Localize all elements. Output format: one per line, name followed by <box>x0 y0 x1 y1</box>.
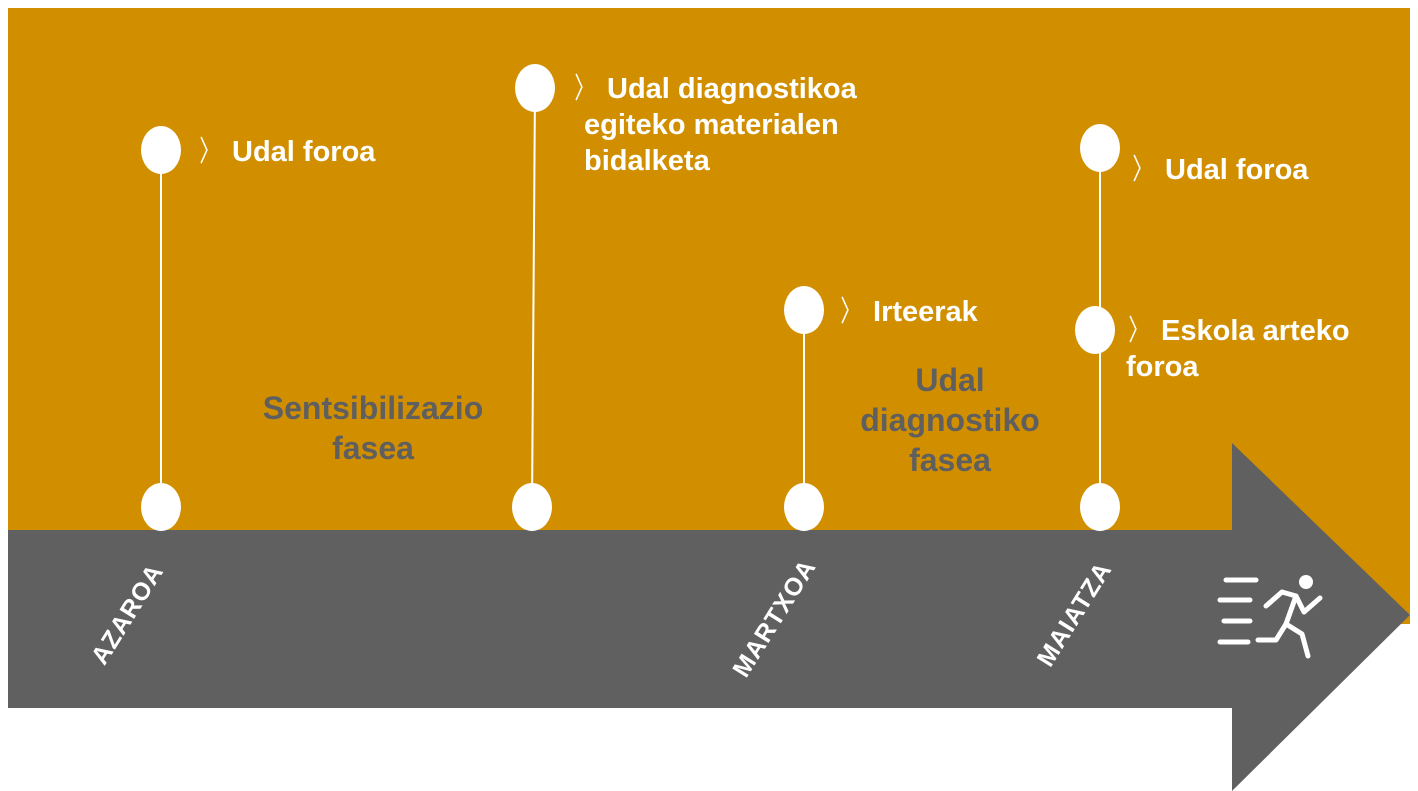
event-dot <box>1080 124 1120 172</box>
connector-line <box>531 87 536 508</box>
event-label: 〉Udal foroa <box>1132 154 1309 186</box>
event-dot <box>515 64 555 112</box>
event-label: 〉Irteerak <box>840 296 978 328</box>
base-dot <box>784 483 824 531</box>
event-dot <box>1075 306 1115 354</box>
timeline-arrow <box>8 443 1410 791</box>
event-dot <box>141 126 181 174</box>
base-dot <box>1080 483 1120 531</box>
base-dot <box>141 483 181 531</box>
chevron-right-icon: 〉 <box>199 136 220 168</box>
chevron-right-icon: 〉 <box>1132 154 1153 186</box>
event-dot <box>784 286 824 334</box>
event-label: 〉Udal diagnostikoa egiteko materialen bi… <box>574 73 857 177</box>
chevron-right-icon: 〉 <box>840 296 861 328</box>
running-person-icon <box>1217 575 1323 659</box>
phase-label: Udal diagnostiko fasea <box>860 362 1040 478</box>
phase-label: Sentsibilizazio fasea <box>262 390 484 466</box>
chevron-right-icon: 〉 <box>1128 315 1149 347</box>
chevron-right-icon: 〉 <box>574 73 595 105</box>
event-label: 〉Eskola arteko foroa <box>1126 315 1350 383</box>
base-dot <box>512 483 552 531</box>
event-label: 〉Udal foroa <box>199 136 376 168</box>
background-panel <box>8 8 1410 624</box>
